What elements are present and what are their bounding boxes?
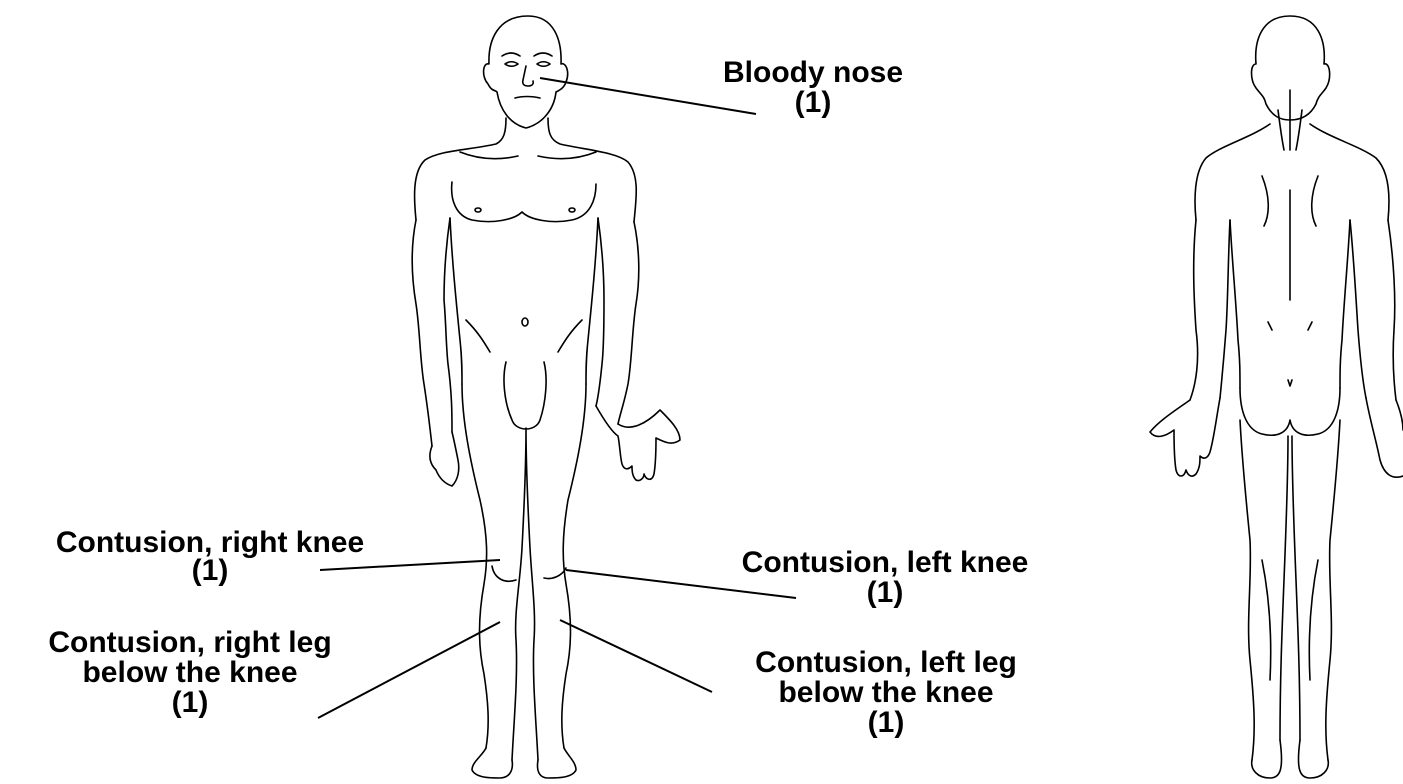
annotation-left-leg-line-3: (1) [755, 708, 1017, 738]
front-torso [450, 218, 598, 384]
front-head [484, 16, 568, 128]
back-hand-left [1150, 398, 1220, 476]
annotation-left-knee-line-1: Contusion, left knee [742, 548, 1029, 578]
front-foot-left [537, 748, 576, 778]
back-neck [1278, 90, 1302, 150]
front-navel [522, 318, 528, 326]
front-nipple-left [569, 208, 575, 212]
annotation-contusion-right-leg: Contusion, right leg below the knee (1) [48, 628, 331, 718]
back-hand-right [1366, 398, 1403, 477]
front-body-figure [412, 16, 680, 778]
annotation-contusion-right-knee: Contusion, right knee (1) [56, 528, 364, 584]
front-chest [452, 182, 596, 222]
front-arm-right [412, 218, 452, 446]
back-shoulders [1195, 124, 1389, 220]
front-hand-right [430, 432, 459, 486]
annotation-contusion-left-leg: Contusion, left leg below the knee (1) [755, 648, 1017, 738]
front-abdomen [466, 320, 582, 352]
front-groin [504, 362, 546, 429]
front-knee-right [492, 566, 516, 581]
back-legs [1240, 420, 1340, 760]
back-lumbar [1268, 322, 1312, 386]
back-body-figure [1150, 16, 1403, 778]
annotation-left-leg-line-2: below the knee [755, 678, 1017, 708]
front-mouth [515, 97, 540, 99]
annotation-right-leg-line-1: Contusion, right leg [48, 628, 331, 658]
annotation-bloody-nose: Bloody nose (1) [723, 58, 903, 118]
leader-right-leg [318, 622, 500, 718]
annotation-bloody-nose-line-1: Bloody nose [723, 58, 903, 88]
annotation-right-knee-line-2: (1) [56, 558, 364, 584]
front-neck-shoulders [415, 118, 637, 222]
annotation-right-leg-line-3: (1) [48, 688, 331, 718]
annotation-left-leg-line-1: Contusion, left leg [755, 648, 1017, 678]
annotation-left-knee-line-2: (1) [742, 578, 1029, 608]
annotation-contusion-left-knee: Contusion, left knee (1) [742, 548, 1029, 608]
front-legs [462, 384, 586, 760]
back-buttocks [1240, 388, 1340, 435]
front-nipple-right [475, 208, 481, 212]
front-eyebrows [502, 53, 552, 56]
back-calf-lines [1262, 560, 1318, 680]
front-clavicles [460, 152, 596, 159]
front-foot-right [472, 748, 512, 778]
front-knee-left [544, 568, 566, 579]
front-nose [523, 66, 533, 86]
front-arm-left [596, 218, 639, 424]
annotation-bloody-nose-line-2: (1) [723, 88, 903, 118]
front-hand-left [596, 406, 680, 481]
front-eyes [505, 62, 550, 67]
back-feet [1252, 740, 1329, 778]
back-arm-right [1350, 220, 1396, 400]
annotation-right-leg-line-2: below the knee [48, 658, 331, 688]
back-arm-left [1190, 220, 1230, 400]
leader-left-leg [560, 620, 712, 692]
